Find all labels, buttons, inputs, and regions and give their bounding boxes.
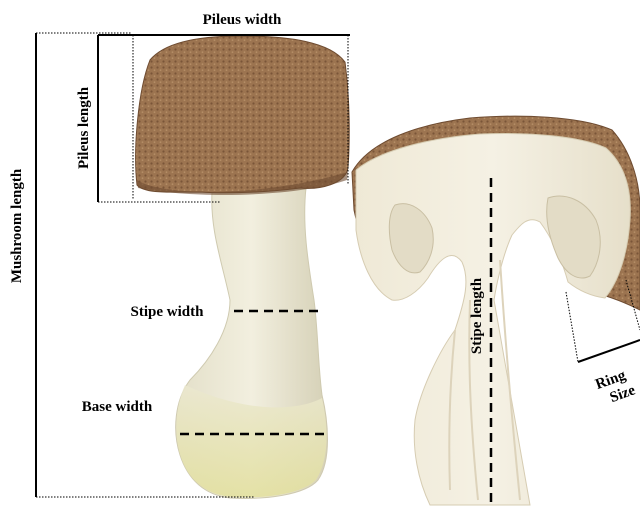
whole-mushroom-photo	[136, 36, 350, 498]
pileus-width-label: Pileus width	[203, 12, 282, 28]
sectioned-mushroom-flesh	[356, 134, 630, 505]
whole-mushroom-cap	[136, 36, 350, 193]
pileus-length-label: Pileus length	[76, 86, 92, 169]
stipe-width-label: Stipe width	[131, 304, 205, 320]
sectioned-mushroom-photo	[352, 116, 640, 505]
ring-size-left-tick	[566, 292, 578, 362]
stipe-length-label: Stipe length	[469, 277, 485, 354]
ring-size-line	[578, 340, 640, 362]
base-width-label: Base width	[82, 399, 153, 415]
mushroom-length-label: Mushroom length	[9, 168, 25, 283]
